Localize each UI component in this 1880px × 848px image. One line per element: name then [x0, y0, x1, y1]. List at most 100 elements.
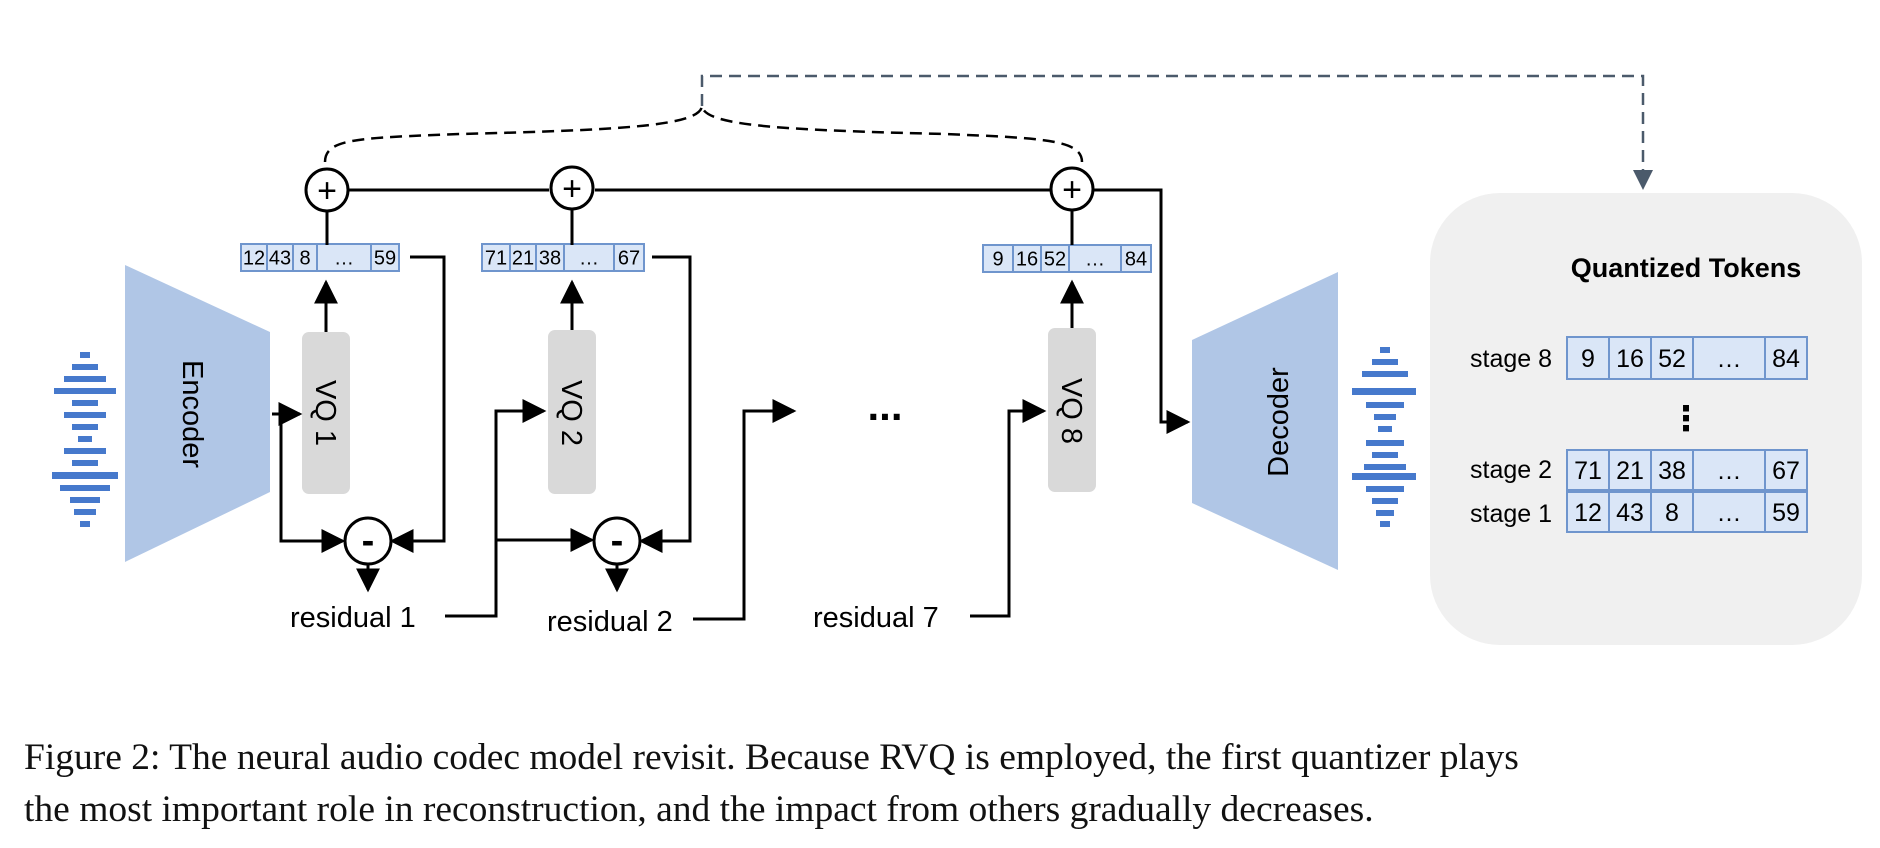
stage-1-token-cell — [1764, 491, 1808, 533]
decoder-block — [1192, 272, 1338, 570]
stage-1-token-cell — [1608, 491, 1652, 533]
vq8-token-cell — [1040, 244, 1070, 273]
vq1-token-value: 8 — [299, 248, 310, 270]
vq1-token-value: 12 — [243, 248, 265, 270]
vq8-box — [1048, 328, 1096, 492]
vq8-token-cell — [1012, 244, 1042, 273]
middle-ellipsis: ... — [867, 382, 902, 429]
subtractor-2-symbol: - — [611, 520, 624, 562]
residual-7-label: residual 7 — [813, 602, 939, 634]
vq8-token-value: 9 — [992, 249, 1003, 271]
stage-2-token-cell — [1608, 449, 1652, 491]
stage-2-token-cell — [1764, 449, 1808, 491]
caption-line-1: Figure 2: The neural audio codec model r… — [24, 737, 1519, 778]
panel-vertical-ellipsis: ⋮ — [1669, 400, 1703, 438]
stage-8-token-value: … — [1717, 345, 1742, 373]
adder-connection-line — [346, 188, 1191, 434]
adder-brace — [323, 105, 1084, 163]
input-waveform-icon — [52, 352, 118, 527]
adder-2: + — [549, 165, 595, 211]
stage-1-token-value: 59 — [1772, 499, 1800, 527]
encoder-to-vq1-arrow — [272, 402, 346, 553]
vq1-token-value: 59 — [374, 248, 396, 270]
vq1-box — [302, 332, 350, 494]
stage-1-token-cell — [1650, 491, 1694, 533]
stage-1-token-value: … — [1717, 499, 1742, 527]
stage-8-token-value: 16 — [1616, 345, 1644, 373]
stage-label-1: stage 1 — [1470, 500, 1552, 528]
adder-8-symbol: + — [1062, 171, 1082, 209]
stage-2-token-value: 38 — [1658, 457, 1686, 485]
vq2-token-cell — [613, 243, 645, 272]
vq2-token-value: 71 — [485, 248, 507, 270]
residual-1-routing — [445, 399, 595, 618]
residual-2-label: residual 2 — [547, 606, 673, 638]
vq2-token-value: 21 — [512, 248, 534, 270]
figure-caption: Figure 2: The neural audio codec model r… — [24, 732, 1874, 836]
subtractor-2: - — [592, 516, 642, 566]
stage-2-token-value: 21 — [1616, 457, 1644, 485]
caption-line-2: the most important role in reconstructio… — [24, 789, 1374, 830]
stage-8-token-cell — [1608, 336, 1652, 380]
vq8-token-cell — [1120, 244, 1152, 273]
vq1-token-cell — [316, 243, 372, 272]
stage-8-token-cell — [1764, 336, 1808, 380]
vq2-token-value: 38 — [539, 248, 561, 270]
vq8-token-value: … — [1085, 249, 1105, 271]
residual-7-routing — [970, 399, 1047, 618]
vq8-token-row: 9 16 52 … 84 — [982, 244, 1152, 273]
vq2-token-cell — [563, 243, 615, 272]
encoder-block — [125, 265, 270, 562]
stage-1-token-value: 12 — [1574, 499, 1602, 527]
stage-label-2: stage 2 — [1470, 456, 1552, 484]
stage-1-token-cell — [1692, 491, 1766, 533]
decoder-label: Decoder — [1263, 367, 1295, 477]
stage-2-token-value: … — [1717, 457, 1742, 485]
stage-2-token-cell — [1566, 449, 1610, 491]
vq2-label: VQ 2 — [555, 380, 587, 446]
adder-2-symbol: + — [562, 170, 582, 208]
vq2-box — [548, 330, 596, 494]
subtractor-1: - — [343, 516, 393, 566]
vq1-tokens-to-subtractor-1 — [389, 255, 446, 553]
subtractor-1-symbol: - — [362, 520, 375, 562]
quantized-tokens-title: Quantized Tokens — [1571, 253, 1802, 283]
vq8-token-cell — [982, 244, 1014, 273]
vq8-token-value: 52 — [1044, 249, 1066, 271]
stage-8-token-value: 52 — [1658, 345, 1686, 373]
vq2-tokens-to-subtractor-2 — [638, 255, 692, 553]
stage-2-token-value: 67 — [1772, 457, 1800, 485]
vq8-token-value: 84 — [1125, 249, 1147, 271]
output-waveform-icon — [1352, 347, 1416, 527]
vq1-token-value: … — [334, 248, 354, 270]
vq1-label: VQ 1 — [309, 380, 341, 446]
vq8-token-value: 16 — [1016, 249, 1038, 271]
residual-1-label: residual 1 — [290, 602, 416, 634]
stage-label-8: stage 8 — [1470, 345, 1552, 373]
stage-1-token-row: 12 43 8 … 59 — [1566, 491, 1808, 533]
dashed-arrow-to-panel — [700, 74, 1653, 190]
stage-1-token-value: 8 — [1665, 499, 1679, 527]
adder-1-symbol: + — [317, 172, 337, 210]
vq2-token-value: 67 — [618, 248, 640, 270]
residual-arrows — [356, 564, 629, 593]
adder-8: + — [1049, 166, 1095, 212]
vq1-token-cell — [370, 243, 400, 272]
stage-1-token-value: 43 — [1616, 499, 1644, 527]
vq2-token-value: … — [579, 248, 599, 270]
vq1-token-cell — [240, 243, 268, 272]
encoder-label: Encoder — [176, 360, 208, 468]
token-to-adder-lines — [325, 209, 1074, 245]
stage-8-token-value: 84 — [1772, 345, 1800, 373]
stage-1-token-cell — [1566, 491, 1610, 533]
codec-diagram: Quantized Tokens stage 8 9 16 52 … 84 ⋮ stag… — [52, 74, 1862, 645]
vq1-token-cell — [292, 243, 318, 272]
adder-1: + — [304, 167, 350, 213]
stage-2-token-cell — [1692, 449, 1766, 491]
vq1-token-value: 43 — [269, 248, 291, 270]
vq8-label: VQ 8 — [1055, 378, 1087, 444]
